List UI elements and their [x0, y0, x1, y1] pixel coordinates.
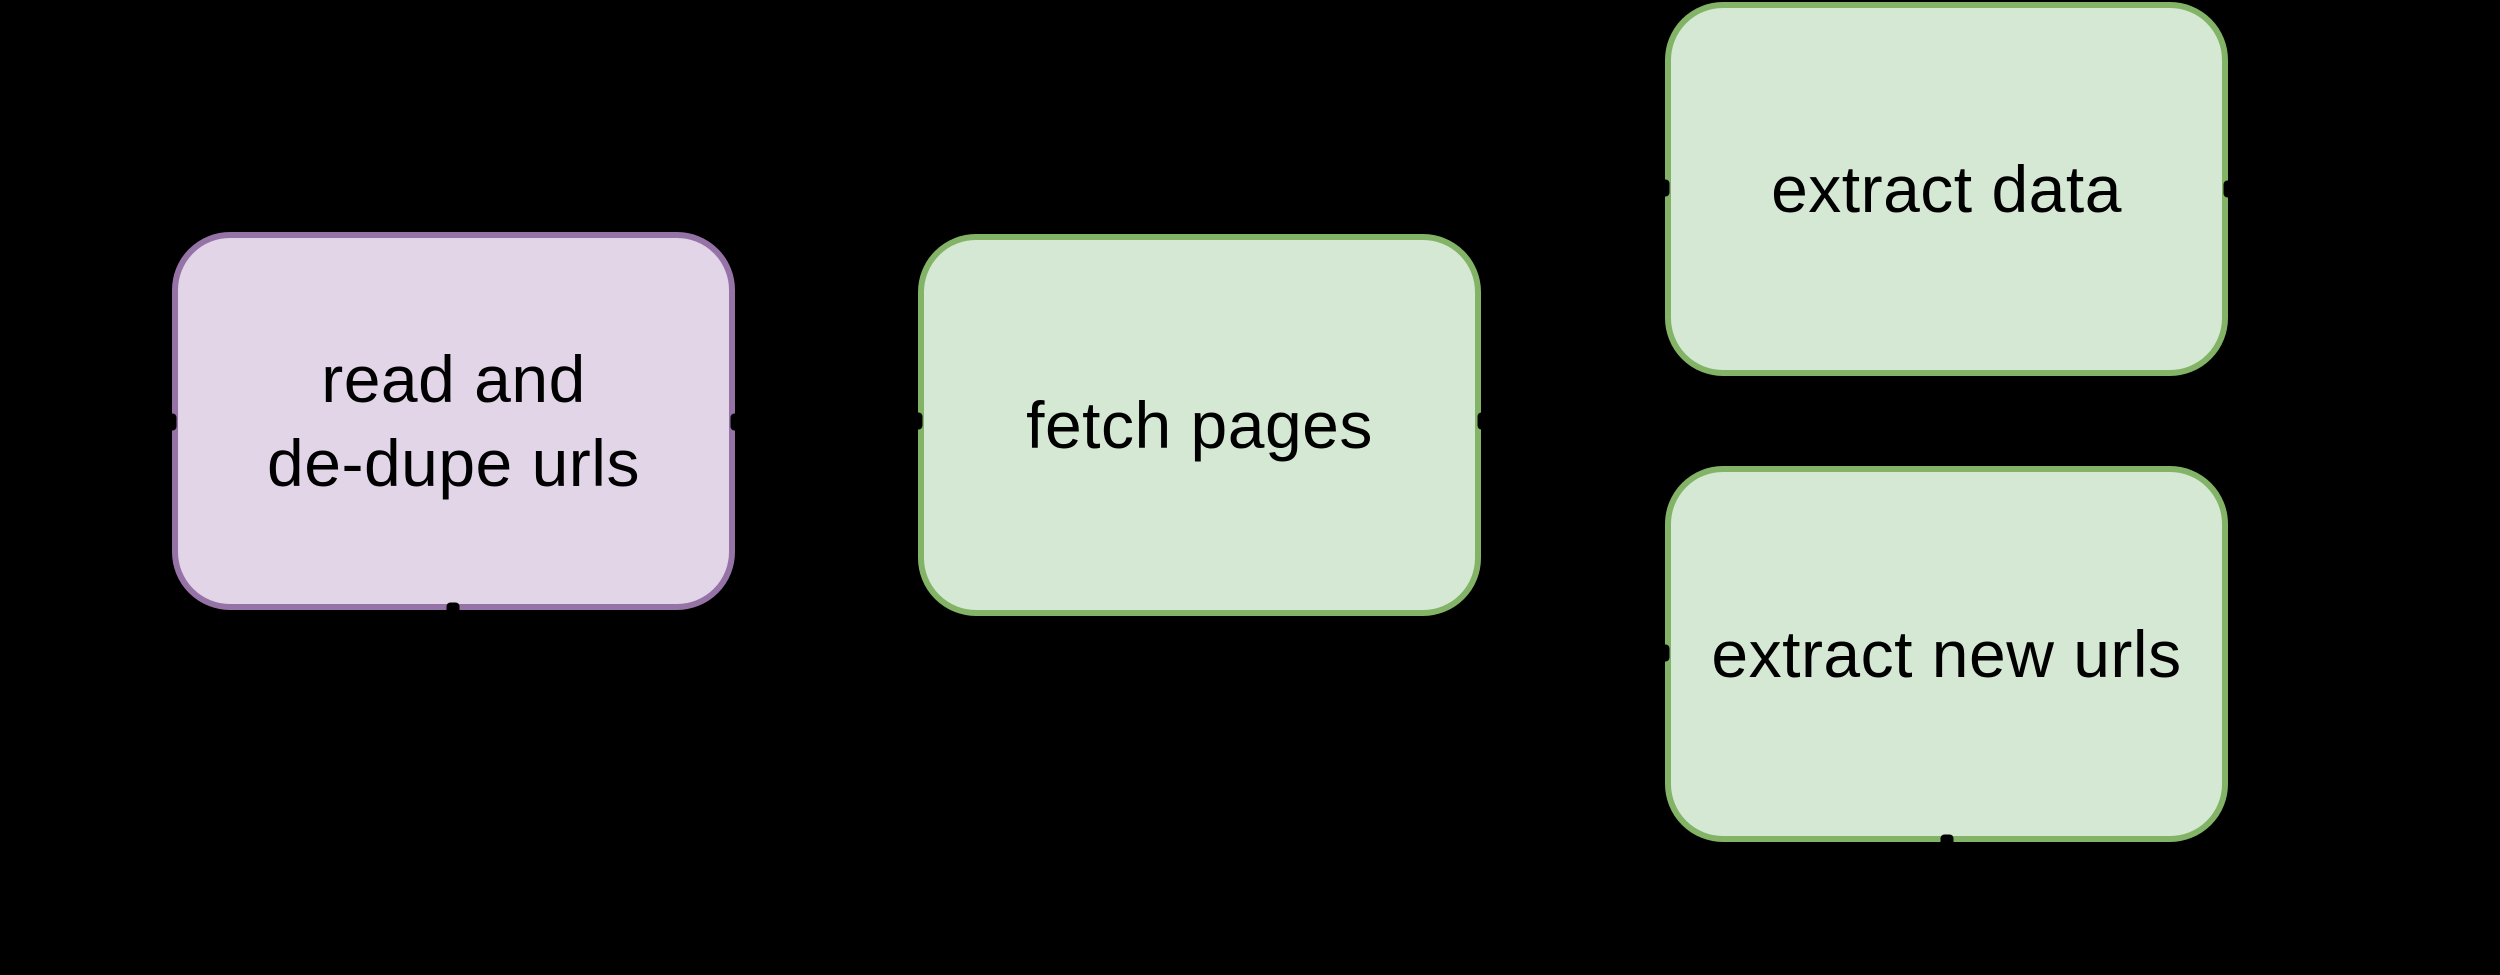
connector-nub — [1940, 834, 1954, 852]
connector-nub — [730, 413, 744, 431]
node-extract-data: extract data — [1665, 2, 2228, 376]
connector-nub — [2223, 180, 2237, 198]
connector-nub — [1656, 179, 1670, 197]
connector-nub — [1477, 412, 1491, 430]
connector-nub — [446, 602, 460, 620]
node-read-dedupe-urls: read and de-dupe urls — [172, 232, 735, 610]
node-extract-new-urls: extract new urls — [1665, 466, 2228, 842]
connector-nub — [163, 413, 177, 431]
node-extract-new-urls-label: extract new urls — [1711, 616, 2182, 691]
node-fetch-pages: fetch pages — [918, 234, 1481, 616]
connector-nub — [1656, 644, 1670, 662]
node-extract-data-label: extract data — [1771, 151, 2122, 226]
node-fetch-pages-label: fetch pages — [1026, 387, 1373, 462]
node-read-dedupe-urls-label: read and de-dupe urls — [267, 341, 640, 500]
connector-nub — [909, 412, 923, 430]
